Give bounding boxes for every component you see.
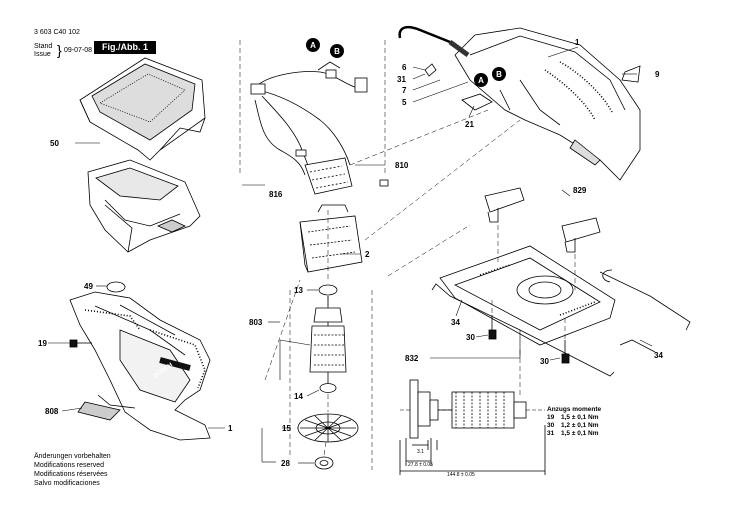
armature-dimension-drawing	[399, 379, 546, 475]
label-1-bottom: 1	[228, 424, 233, 433]
issue-label: Issue	[34, 51, 51, 58]
footer-line: Änderungen vorbehalten	[34, 453, 111, 460]
fan-part	[297, 413, 359, 443]
torque-row: 30 1,2 ± 0,1 Nm	[547, 422, 621, 430]
label-7: 7	[402, 86, 407, 95]
label-6: 6	[402, 63, 407, 72]
label-13: 13	[294, 286, 303, 295]
figure-label: Fig./Abb. 1	[94, 41, 156, 54]
bearing-28-part	[314, 456, 334, 470]
dim-144-8: 144.8 ± 0.05	[447, 472, 475, 478]
leader-lines	[48, 46, 653, 464]
cord-clamp-part	[424, 63, 437, 77]
label-49: 49	[84, 282, 93, 291]
screw-19-part	[69, 339, 92, 348]
footer-notes: Änderungen vorbehalten Modifications res…	[34, 452, 111, 488]
torque-value: 1,5 ± 0,1 Nm	[561, 414, 599, 421]
stator-part	[299, 204, 363, 273]
connector-b-top: B	[334, 47, 340, 56]
bearing-14-part	[319, 383, 337, 393]
bearing-13-part	[318, 284, 338, 296]
screw-30-part	[488, 315, 570, 364]
connector-a-top: A	[310, 41, 316, 50]
torque-title: Anzugs momente	[547, 406, 602, 413]
label-9: 9	[655, 70, 660, 79]
label-816: 816	[269, 190, 283, 199]
label-832: 832	[405, 354, 419, 363]
label-28: 28	[281, 459, 290, 468]
torque-value: 1,5 ± 0,1 Nm	[561, 430, 599, 437]
connector-a-housing: A	[478, 76, 484, 85]
footer-line: Modifications reserved	[34, 462, 105, 469]
label-50: 50	[50, 139, 59, 148]
label-803: 803	[249, 318, 263, 327]
connector-badges: A B A B	[306, 38, 506, 87]
torque-value: 1,2 ± 0,1 Nm	[561, 422, 599, 429]
top-cover-part	[79, 57, 206, 161]
label-34-left: 34	[451, 318, 460, 327]
label-15: 15	[282, 424, 291, 433]
label-30-a: 30	[466, 333, 475, 342]
drawing-number: 3 603 C40 102	[34, 29, 80, 36]
power-cord-part	[398, 26, 470, 58]
label-5: 5	[402, 98, 407, 107]
motor-housing-part	[454, 27, 641, 181]
stand-label: Stand	[34, 43, 53, 50]
part-labels: 1 9 6 31 7 5 21 50 816 810 2 829 49 19 8…	[38, 38, 663, 468]
sanding-sheet-part	[77, 401, 121, 421]
armature-part	[309, 296, 347, 390]
switch-part	[304, 157, 353, 195]
bracket-829-part	[484, 187, 601, 253]
clamp-bar-left	[431, 283, 615, 377]
sander-body-part	[69, 291, 211, 441]
issue-date: 09-07-08	[64, 47, 93, 54]
brace-icon: }	[57, 42, 62, 58]
label-14: 14	[294, 392, 303, 401]
footer-line: Salvo modificaciones	[34, 480, 100, 487]
torque-table: Anzugs momente 19 1,5 ± 0,1 Nm 30 1,2 ± 0,…	[547, 406, 621, 438]
dim-27-8: 27.8 ± 0.05	[408, 462, 433, 468]
label-1-top: 1	[575, 38, 580, 47]
dim-3-1: 3.1	[417, 449, 424, 455]
cord-clip-part	[461, 93, 493, 111]
o-ring-part	[106, 281, 126, 293]
label-829: 829	[573, 186, 587, 195]
label-808: 808	[45, 407, 59, 416]
footer-line: Modifications réservées	[34, 471, 108, 478]
label-30-b: 30	[540, 357, 549, 366]
label-2: 2	[365, 250, 370, 259]
clamp-bar-right	[599, 271, 691, 331]
assembly-lines	[239, 40, 576, 470]
torque-part: 30	[547, 422, 555, 429]
label-810: 810	[395, 161, 409, 170]
dust-box-part	[87, 159, 201, 253]
base-plate-part	[439, 245, 616, 346]
torque-part: 19	[547, 414, 555, 421]
wiring-harness-part	[250, 61, 389, 187]
label-34-right: 34	[654, 351, 663, 360]
torque-part: 31	[547, 430, 555, 437]
label-31-top: 31	[397, 75, 406, 84]
label-21: 21	[465, 120, 474, 129]
label-19: 19	[38, 339, 47, 348]
torque-row: 31 1,5 ± 0,1 Nm	[547, 430, 621, 438]
connector-b-housing: B	[496, 70, 502, 79]
torque-row: 19 1,5 ± 0,1 Nm	[547, 414, 621, 422]
